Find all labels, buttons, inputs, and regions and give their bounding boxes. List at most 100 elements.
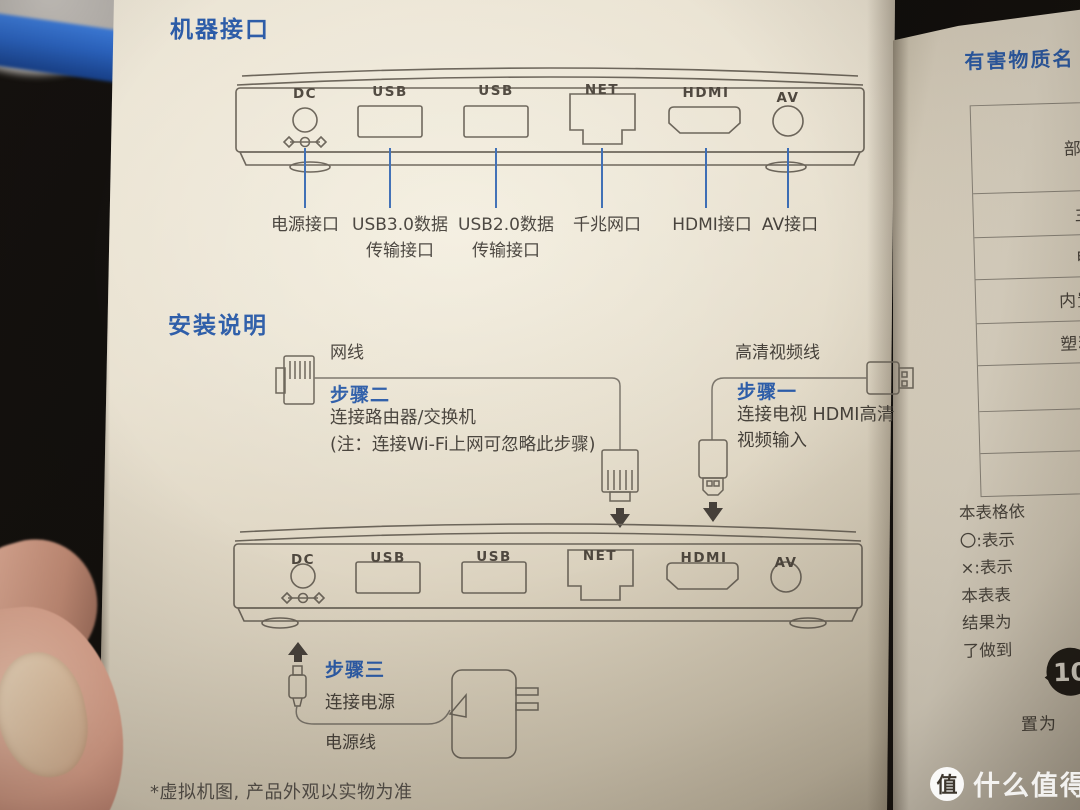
- device-foot: [765, 161, 807, 173]
- right-page-content: 有害物质名 部件名 主机 电缆 内置电源 塑料和聚 金属 遥 本表格依 〇:表示…: [939, 0, 1080, 810]
- port-label-hdmi: HDMI: [682, 85, 730, 101]
- smzdm-watermark: 值 什么值得买: [930, 764, 1080, 803]
- hdmi-cable-icon: [698, 361, 914, 522]
- device-body: [233, 543, 863, 609]
- port-label-av: AV: [776, 90, 800, 106]
- step1-desc2: 视频输入: [737, 431, 807, 451]
- usb-port-icon: [355, 561, 421, 594]
- device-lid-line: [241, 67, 859, 77]
- device-foot: [789, 617, 827, 629]
- usb-port-icon: [463, 105, 529, 138]
- device-lid-line: [239, 523, 857, 533]
- device-base: [236, 607, 860, 622]
- svg-text:10: 10: [1053, 657, 1080, 687]
- callout-line: [601, 148, 603, 208]
- hdmi-port-icon: [668, 106, 741, 134]
- dc-polarity-icon: [280, 591, 294, 605]
- callout-line: [389, 148, 391, 208]
- callout-hdmi: HDMI接口: [672, 215, 752, 235]
- table-row: 塑料和聚: [976, 317, 1080, 367]
- table-row: 遥: [979, 405, 1080, 455]
- footnote: *虚拟机图, 产品外观以实物为准: [150, 782, 413, 803]
- callout-line: [495, 148, 497, 208]
- hazard-table-title: 有害物质名: [964, 46, 1075, 74]
- manual-left-page: [98, 0, 895, 810]
- cable-label-hdmi: 高清视频线: [735, 343, 820, 363]
- port-label-dc: DC: [292, 86, 318, 102]
- dc-polarity-icon: [282, 135, 296, 149]
- port-label-usb1: USB: [370, 550, 406, 566]
- usb-port-icon: [461, 561, 527, 594]
- step3-title: 步骤三: [325, 659, 386, 681]
- ethernet-port-icon: [567, 549, 634, 601]
- dc-polarity-icon: [299, 136, 311, 148]
- device-lid-line: [236, 76, 864, 86]
- port-label-av: AV: [774, 555, 798, 571]
- port-label-net: NET: [584, 82, 620, 98]
- table-notes: 本表格依 〇:表示 ×:表示 本表表 结果为 了做到: [959, 498, 1030, 665]
- table-row: 内置电源: [975, 273, 1080, 325]
- usb-port-icon: [357, 105, 423, 138]
- recycle-epup-icon: 10: [1044, 647, 1080, 696]
- port-label-usb2: USB: [476, 549, 512, 565]
- dc-polarity-icon: [312, 591, 326, 605]
- device-rear-panel-diagram-top: [235, 67, 865, 173]
- callout-line: [304, 148, 306, 208]
- note-line: 结果为: [961, 612, 1012, 633]
- callout-power: 电源接口: [271, 215, 339, 235]
- hdmi-port-icon: [666, 562, 739, 590]
- callout-net: 千兆网口: [573, 215, 641, 235]
- note-line: 〇:表示: [959, 529, 1016, 551]
- step2-desc1: 连接路由器/交换机: [330, 408, 476, 428]
- step1-title: 步骤一: [737, 381, 798, 403]
- table-row: 金属: [977, 359, 1080, 413]
- callout-line: [705, 148, 707, 208]
- note-line: ×:表示: [960, 557, 1014, 578]
- table-row: [980, 448, 1080, 497]
- dc-port-icon: [290, 563, 316, 589]
- port-label-hdmi: HDMI: [680, 550, 728, 566]
- cable-label-power: 电源线: [325, 733, 376, 753]
- step3-desc1: 连接电源: [325, 693, 395, 713]
- table-header-cell: 部件名: [970, 99, 1080, 195]
- av-port-icon: [770, 561, 802, 593]
- bottom-text: 置为: [1020, 714, 1058, 736]
- dc-port-icon: [292, 107, 318, 133]
- down-arrow-icon: [703, 502, 723, 522]
- device-lid-line: [234, 532, 862, 542]
- dc-polarity-icon: [314, 135, 328, 149]
- callout-usb2: USB2.0数据 传输接口: [458, 215, 554, 261]
- power-adapter-icon: [288, 642, 539, 759]
- section-title-install: 安装说明: [168, 313, 268, 339]
- hazard-table: 部件名 主机 电缆 内置电源 塑料和聚 金属 遥: [969, 98, 1080, 498]
- table-row: 电缆: [974, 231, 1080, 281]
- note-line: 本表格依: [958, 501, 1026, 523]
- smzdm-logo-icon: 值: [930, 766, 964, 801]
- ethernet-cable-icon: [275, 355, 639, 528]
- note-line: 本表表: [961, 584, 1012, 606]
- step2-desc2: (注：连接Wi-Fi上网可忽略此步骤): [330, 435, 596, 455]
- port-label-usb1: USB: [372, 84, 408, 100]
- note-line: 了做到: [962, 639, 1013, 661]
- cable-label-ethernet: 网线: [330, 343, 364, 363]
- port-label-net: NET: [582, 548, 618, 564]
- device-foot: [261, 617, 299, 629]
- dc-polarity-icon: [297, 592, 309, 604]
- step2-title: 步骤二: [330, 384, 391, 406]
- section-title-ports: 机器接口: [170, 17, 270, 43]
- up-arrow-icon: [288, 642, 308, 662]
- device-base: [238, 151, 862, 166]
- table-row: 主机: [973, 187, 1080, 239]
- callout-av: AV接口: [761, 215, 819, 235]
- step1-desc1: 连接电视 HDMI高清: [737, 405, 895, 425]
- device-rear-panel-diagram-bottom: [233, 523, 863, 629]
- av-port-icon: [772, 105, 804, 137]
- down-arrow-icon: [610, 508, 630, 528]
- port-label-usb2: USB: [478, 83, 514, 99]
- watermark-text: 什么值得买: [973, 771, 1080, 802]
- callout-line: [787, 148, 789, 208]
- port-label-dc: DC: [290, 552, 316, 568]
- device-foot: [289, 161, 331, 173]
